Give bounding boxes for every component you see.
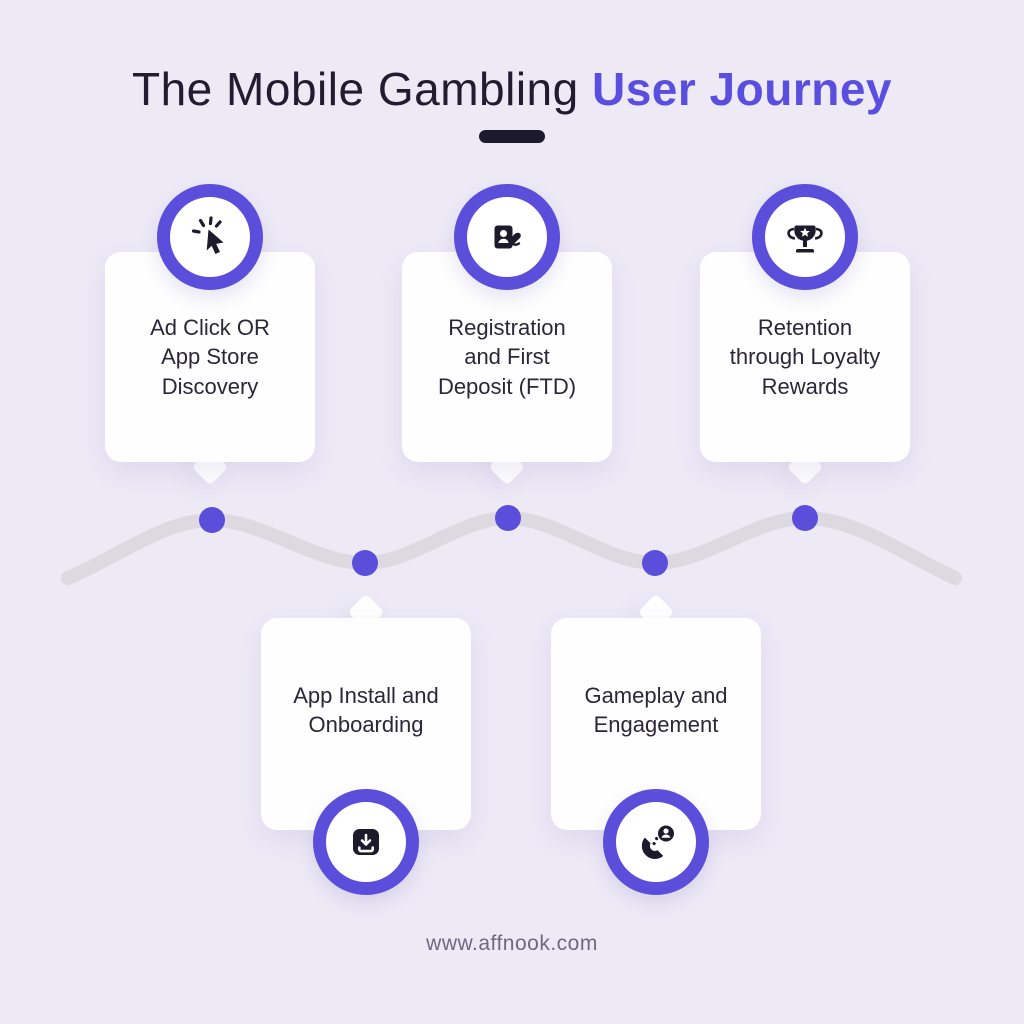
step-label: App Install and Onboarding (293, 682, 439, 737)
footer-url: www.affnook.com (426, 932, 598, 955)
step-icon-badge (454, 184, 560, 290)
registration-deposit-icon (494, 225, 521, 249)
timeline-dot (642, 550, 668, 576)
trophy-star-icon (787, 225, 823, 253)
timeline-dot (495, 505, 521, 531)
title-underline-dash (479, 130, 545, 143)
step-icon-badge (603, 789, 709, 895)
title-regular: The Mobile Gambling (132, 63, 579, 115)
magnet-user-icon (641, 825, 674, 859)
cursor-click-icon (191, 216, 224, 254)
step-icon-badge (157, 184, 263, 290)
page-title: The Mobile Gambling User Journey (0, 62, 1024, 116)
title-highlight: User Journey (591, 63, 892, 115)
timeline-dot (352, 550, 378, 576)
step-label: Registration and First Deposit (FTD) (437, 315, 577, 399)
app-download-icon (353, 829, 379, 855)
step-icon-badge (313, 789, 419, 895)
timeline-dot (199, 507, 225, 533)
timeline-dot (792, 505, 818, 531)
step-icon-badge (752, 184, 858, 290)
step-label: Retention through Loyalty Rewards (729, 315, 881, 399)
step-label: Ad Click OR App Store Discovery (150, 315, 270, 399)
step-label: Gameplay and Engagement (584, 682, 728, 737)
step-card-app-install: App Install and Onboarding (261, 618, 471, 830)
